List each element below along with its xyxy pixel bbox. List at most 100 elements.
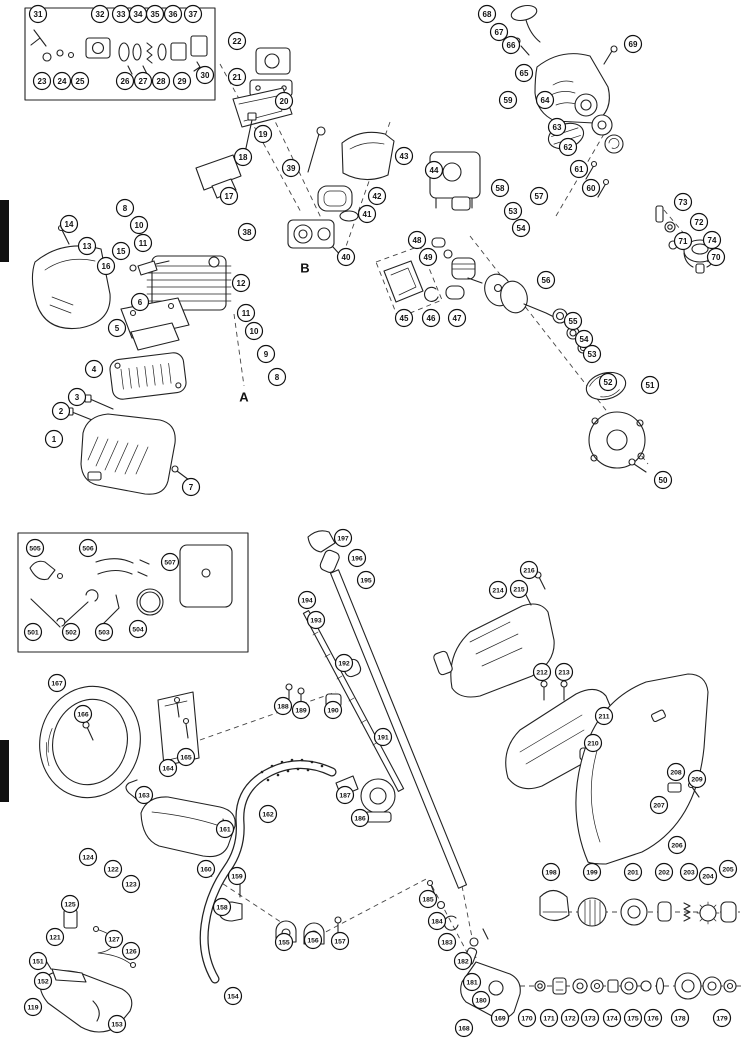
svg-text:68: 68 bbox=[483, 10, 492, 19]
svg-text:51: 51 bbox=[646, 381, 655, 390]
part-callout-59: 59 bbox=[498, 90, 518, 110]
svg-text:127: 127 bbox=[108, 936, 120, 943]
part-callout-207: 207 bbox=[649, 795, 669, 815]
svg-text:211: 211 bbox=[599, 713, 610, 720]
part-callout-211: 211 bbox=[594, 706, 614, 726]
svg-text:160: 160 bbox=[200, 866, 212, 873]
part-callout-27: 27 bbox=[133, 71, 153, 91]
part-callout-48: 48 bbox=[407, 230, 427, 250]
part-callout-72: 72 bbox=[689, 212, 709, 232]
part-callout-172: 172 bbox=[560, 1008, 580, 1028]
svg-text:216: 216 bbox=[523, 567, 535, 574]
part-callout-185: 185 bbox=[418, 889, 438, 909]
part-callout-39: 39 bbox=[281, 158, 301, 178]
svg-text:67: 67 bbox=[495, 28, 504, 37]
part-callout-213: 213 bbox=[554, 662, 574, 682]
svg-text:185: 185 bbox=[422, 896, 434, 903]
part-callout-50: 50 bbox=[653, 470, 673, 490]
svg-text:20: 20 bbox=[280, 97, 289, 106]
svg-text:190: 190 bbox=[327, 707, 339, 714]
part-callout-204: 204 bbox=[698, 866, 718, 886]
svg-text:56: 56 bbox=[542, 276, 551, 285]
part-callout-16: 16 bbox=[96, 256, 116, 276]
svg-text:179: 179 bbox=[716, 1015, 728, 1022]
svg-text:199: 199 bbox=[586, 869, 598, 876]
svg-text:34: 34 bbox=[134, 10, 143, 19]
svg-text:38: 38 bbox=[243, 228, 252, 237]
part-callout-58: 58 bbox=[490, 178, 510, 198]
svg-text:27: 27 bbox=[139, 77, 148, 86]
svg-text:198: 198 bbox=[545, 869, 557, 876]
svg-text:44: 44 bbox=[430, 166, 439, 175]
svg-text:212: 212 bbox=[536, 669, 548, 676]
part-callout-65: 65 bbox=[514, 63, 534, 83]
part-callout-198: 198 bbox=[541, 862, 561, 882]
part-callout-215: 215 bbox=[509, 579, 529, 599]
svg-text:171: 171 bbox=[543, 1015, 555, 1022]
svg-text:53: 53 bbox=[509, 207, 518, 216]
svg-text:215: 215 bbox=[513, 586, 525, 593]
svg-text:506: 506 bbox=[82, 545, 94, 552]
part-callout-53: 53 bbox=[582, 344, 602, 364]
svg-text:29: 29 bbox=[178, 77, 187, 86]
svg-text:5: 5 bbox=[115, 324, 120, 333]
svg-text:40: 40 bbox=[342, 253, 351, 262]
svg-text:8: 8 bbox=[123, 204, 128, 213]
part-callout-206: 206 bbox=[667, 835, 687, 855]
part-callout-153: 153 bbox=[107, 1014, 127, 1034]
svg-text:48: 48 bbox=[413, 236, 422, 245]
part-callout-36: 36 bbox=[163, 4, 183, 24]
part-callout-41: 41 bbox=[357, 204, 377, 224]
part-callout-64: 64 bbox=[535, 90, 555, 110]
svg-text:170: 170 bbox=[521, 1015, 533, 1022]
part-callout-214: 214 bbox=[488, 580, 508, 600]
svg-text:202: 202 bbox=[658, 869, 670, 876]
svg-text:39: 39 bbox=[287, 164, 296, 173]
part-callout-34: 34 bbox=[128, 4, 148, 24]
svg-text:52: 52 bbox=[604, 378, 613, 387]
part-callout-60: 60 bbox=[581, 178, 601, 198]
svg-text:24: 24 bbox=[58, 77, 67, 86]
part-callout-165: 165 bbox=[176, 747, 196, 767]
svg-text:124: 124 bbox=[82, 854, 94, 861]
svg-text:49: 49 bbox=[424, 253, 433, 262]
part-callout-43: 43 bbox=[394, 146, 414, 166]
part-callout-12: 12 bbox=[231, 273, 251, 293]
part-callout-203: 203 bbox=[679, 862, 699, 882]
part-callout-68: 68 bbox=[477, 4, 497, 24]
svg-text:3: 3 bbox=[75, 393, 80, 402]
svg-text:30: 30 bbox=[201, 71, 210, 80]
section-letter-B: B bbox=[300, 261, 309, 276]
svg-text:163: 163 bbox=[138, 792, 150, 799]
svg-text:165: 165 bbox=[180, 754, 192, 761]
svg-text:153: 153 bbox=[111, 1021, 123, 1028]
part-callout-46: 46 bbox=[421, 308, 441, 328]
part-callout-38: 38 bbox=[237, 222, 257, 242]
part-callout-125: 125 bbox=[60, 894, 80, 914]
part-callout-199: 199 bbox=[582, 862, 602, 882]
svg-text:6: 6 bbox=[138, 298, 143, 307]
part-callout-154: 154 bbox=[223, 986, 243, 1006]
svg-text:159: 159 bbox=[231, 873, 243, 880]
part-callout-14: 14 bbox=[59, 214, 79, 234]
svg-text:41: 41 bbox=[363, 210, 372, 219]
svg-text:507: 507 bbox=[164, 559, 176, 566]
part-callout-163: 163 bbox=[134, 785, 154, 805]
part-callout-195: 195 bbox=[356, 570, 376, 590]
part-callout-164: 164 bbox=[158, 758, 178, 778]
part-callout-189: 189 bbox=[291, 700, 311, 720]
part-callout-9: 9 bbox=[256, 344, 276, 364]
part-callout-155: 155 bbox=[274, 932, 294, 952]
svg-text:71: 71 bbox=[679, 237, 688, 246]
part-callout-17: 17 bbox=[219, 186, 239, 206]
svg-text:168: 168 bbox=[458, 1025, 470, 1032]
svg-text:10: 10 bbox=[135, 221, 144, 230]
svg-text:183: 183 bbox=[441, 939, 453, 946]
svg-text:155: 155 bbox=[278, 939, 290, 946]
part-callout-57: 57 bbox=[529, 186, 549, 206]
part-callout-178: 178 bbox=[670, 1008, 690, 1028]
svg-text:176: 176 bbox=[647, 1015, 659, 1022]
part-callout-7: 7 bbox=[181, 477, 201, 497]
svg-text:205: 205 bbox=[722, 866, 734, 873]
part-callout-30: 30 bbox=[195, 65, 215, 85]
